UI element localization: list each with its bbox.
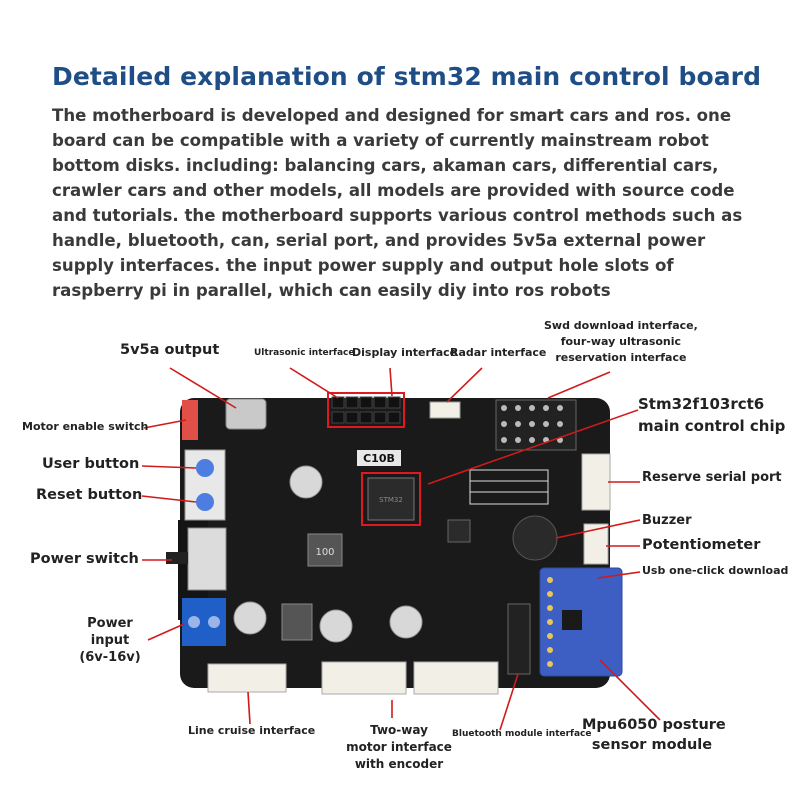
description-line: handle, bluetooth, can, serial port, and… — [52, 231, 706, 250]
description-line: supply interfaces. the input power suppl… — [52, 256, 674, 275]
label-stm32: Stm32f103rct6 main control chip — [638, 393, 785, 437]
label-ultrasonic: Ultrasonic interface — [254, 348, 355, 358]
label-bluetooth: Bluetooth module interface — [452, 729, 592, 739]
stm32-chip-outline — [361, 472, 421, 526]
label-motor-enable: Motor enable switch — [22, 420, 149, 433]
motor-connector-b — [413, 661, 499, 695]
label-reset-button: Reset button — [36, 487, 143, 503]
label-potentiometer: Potentiometer — [642, 537, 761, 553]
capacitors — [233, 465, 423, 643]
label-motor-line: motor interface — [346, 740, 452, 754]
leader-lines — [141, 367, 661, 731]
label-stm32-line: main control chip — [638, 417, 786, 435]
label-power-input: Power input (6v-16v) — [74, 615, 146, 666]
pin-table — [469, 469, 549, 505]
label-swd-line: reservation interface — [555, 351, 687, 364]
power-switch — [187, 527, 227, 591]
label-power-input-line: Power — [87, 616, 133, 631]
label-power-input-line: (6v-16v) — [79, 650, 141, 665]
description-line: The motherboard is developed and designe… — [52, 106, 732, 125]
label-stm32-line: Stm32f103rct6 — [638, 395, 765, 413]
description-line: crawler cars and other models, all model… — [52, 181, 735, 200]
label-radar: Radar interface — [450, 346, 547, 359]
label-swd: Swd download interface, four-way ultraso… — [544, 318, 698, 366]
label-swd-line: Swd download interface, — [544, 319, 698, 332]
bluetooth-header — [507, 603, 531, 675]
reset-button-cap — [196, 493, 214, 511]
inductor-marking: 100 — [315, 547, 334, 558]
label-mpu6050: Mpu6050 posture sensor module — [582, 715, 726, 755]
buzzer — [512, 515, 558, 561]
label-swd-line: four-way ultrasonic — [560, 335, 682, 348]
label-mpu-line: sensor module — [591, 737, 713, 753]
label-power-input-line: input — [90, 633, 130, 648]
label-mpu-line: Mpu6050 posture — [582, 717, 726, 733]
label-motor-line: with encoder — [354, 757, 444, 771]
motor-connector-a — [321, 661, 407, 695]
description-paragraph: The motherboard is developed and designe… — [52, 103, 772, 303]
description-line: raspberry pi in parallel, which can easi… — [52, 281, 611, 300]
label-buzzer: Buzzer — [642, 513, 692, 528]
label-reserve-serial: Reserve serial port — [642, 470, 782, 485]
label-line-cruise: Line cruise interface — [188, 724, 316, 737]
radar-connector — [429, 401, 461, 419]
user-button-cap — [196, 459, 214, 477]
label-user-button: User button — [42, 456, 140, 472]
board-model-label: C10B — [363, 452, 395, 465]
description-line: board can be compatible with a variety o… — [52, 131, 709, 150]
usb-c-port — [225, 398, 267, 430]
ultrasonic-header — [327, 392, 405, 428]
description-line: and tutorials. the motherboard supports … — [52, 206, 743, 225]
description-line: bottom disks. including: balancing cars,… — [52, 156, 719, 175]
reserve-serial-connector — [581, 453, 611, 511]
label-display: Display interface — [352, 346, 458, 359]
page-title: Detailed explanation of stm32 main contr… — [52, 62, 762, 91]
label-motor-line: Two-way — [370, 723, 428, 737]
inductor — [307, 533, 343, 567]
label-motor-interface: Two-way motor interface with encoder — [344, 722, 454, 773]
line-cruise-connector — [207, 663, 287, 693]
label-power-switch: Power switch — [30, 551, 139, 567]
stm32-chip — [367, 477, 415, 521]
label-usb-download: Usb one-click download — [642, 564, 789, 577]
label-5v5a-output: 5v5a output — [120, 342, 220, 358]
motor-enable-switch — [182, 400, 198, 440]
chip-marking: STM32 — [379, 496, 403, 504]
